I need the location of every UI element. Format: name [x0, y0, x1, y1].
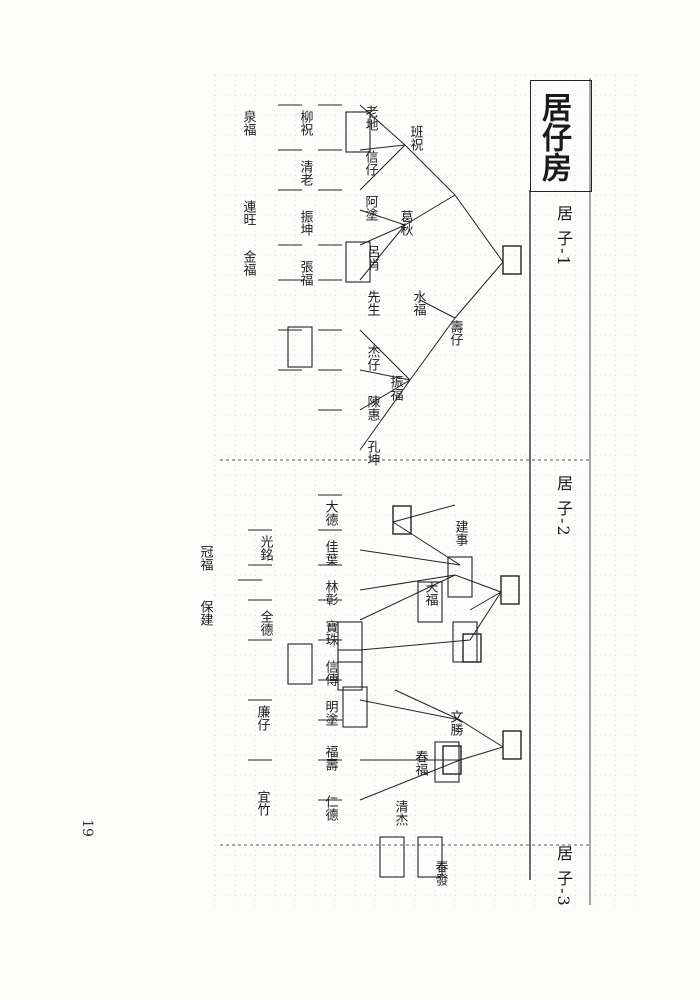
ancestor-box: [500, 575, 520, 605]
handwritten-name: 天福: [423, 580, 439, 606]
name-frame: [342, 686, 368, 728]
branch-line: [404, 194, 456, 226]
handwritten-name: 振坤: [298, 210, 314, 236]
ancestor-box: [392, 505, 412, 535]
handwritten-name: 大德: [323, 500, 339, 526]
branch-line: [359, 574, 456, 591]
handwritten-name: 仁德: [323, 795, 339, 821]
name-frame: [447, 556, 473, 598]
handwritten-name: 文勝: [448, 710, 464, 737]
handwritten-name: 張福: [298, 260, 314, 286]
handwritten-name: 振福: [388, 375, 404, 401]
ancestor-box: [502, 245, 522, 275]
handwritten-name: 宜竹: [255, 790, 271, 817]
branch-line: [359, 699, 461, 721]
handwritten-name: 孔坤: [365, 440, 381, 466]
branch-line: [359, 329, 411, 381]
branch-line: [469, 591, 502, 641]
handwritten-name: 阿塗: [363, 195, 379, 221]
branch-line: [359, 759, 461, 801]
branch-line: [394, 689, 461, 721]
handwritten-name: 杰仔: [365, 345, 381, 372]
name-frame: [434, 741, 460, 783]
handwritten-name: 建事: [453, 520, 469, 546]
handwritten-name: 春福: [413, 750, 429, 776]
name-frame: [417, 581, 443, 623]
branch-line: [459, 746, 504, 761]
branch-line: [409, 317, 456, 381]
handwritten-name: 水福: [411, 290, 427, 316]
document-title: 居仔房: [536, 92, 571, 182]
handwritten-name: 全德: [258, 609, 274, 636]
ancestor-box: [502, 730, 522, 760]
branch-line: [359, 144, 406, 191]
section-label-1: 居 子-1: [554, 205, 573, 268]
branch-line: [454, 194, 504, 263]
name-frame: [287, 326, 313, 368]
handwritten-name: 先生: [365, 290, 381, 316]
name-frame: [417, 836, 443, 878]
branch-line: [459, 719, 504, 748]
branch-line: [454, 261, 504, 319]
branch-line: [359, 639, 471, 651]
branch-line: [359, 549, 461, 566]
branch-line: [359, 379, 411, 451]
name-frame: [452, 621, 478, 663]
handwritten-name: 明塗: [323, 700, 339, 726]
section-label-3: 居 子-3: [554, 845, 573, 908]
name-frame: [345, 111, 371, 153]
handwritten-name: 冠福: [198, 545, 214, 571]
title-box: [530, 80, 592, 192]
handwritten-name: 林彰: [323, 580, 339, 606]
branch-line: [404, 144, 456, 196]
branch-line: [359, 209, 406, 226]
name-frame: [287, 643, 313, 685]
name-frame: [337, 621, 363, 663]
branch-line: [469, 591, 502, 611]
page-number: 19: [78, 819, 95, 837]
ancestor-box: [462, 633, 482, 663]
branch-line: [359, 369, 411, 381]
handwritten-name: 寶珠: [323, 619, 339, 646]
handwritten-name: 金福: [241, 249, 257, 276]
handwritten-name: 廉仔: [255, 704, 271, 732]
branch-line: [454, 574, 502, 593]
handwritten-name: 柳祝: [298, 110, 314, 136]
branch-line: [392, 504, 456, 523]
handwritten-name: 老地: [363, 105, 379, 131]
handwritten-name: 清老: [298, 160, 314, 186]
branch-line: [359, 379, 411, 411]
handwritten-name: 保建: [198, 600, 214, 627]
handwritten-name: 信仔: [363, 150, 379, 177]
handwritten-name: 信傳: [323, 660, 339, 686]
section-label-2: 居 子-2: [554, 475, 573, 538]
handwritten-name: 陳惠: [365, 395, 381, 421]
handwritten-name: 泉福: [241, 109, 257, 136]
name-frame: [337, 649, 363, 691]
handwritten-name: 呂肖: [365, 245, 380, 271]
branch-line: [419, 299, 456, 319]
handwritten-name: 佳葉: [323, 540, 339, 566]
handwritten-name: 連旺: [241, 200, 257, 226]
handwritten-name: 壽仔: [448, 320, 464, 347]
branch-line: [359, 224, 406, 281]
name-frame: [379, 836, 405, 878]
handwritten-name: 葛秋: [398, 210, 414, 236]
handwritten-name: 光銘: [258, 535, 274, 561]
handwritten-name: 福壽: [323, 745, 339, 771]
branch-line: [392, 521, 461, 566]
name-frame: [345, 241, 371, 283]
handwritten-name: 清杰: [393, 800, 409, 826]
branch-line: [359, 144, 406, 151]
handwritten-name: 春發: [433, 860, 449, 886]
handwritten-name: 班祝: [408, 125, 424, 151]
